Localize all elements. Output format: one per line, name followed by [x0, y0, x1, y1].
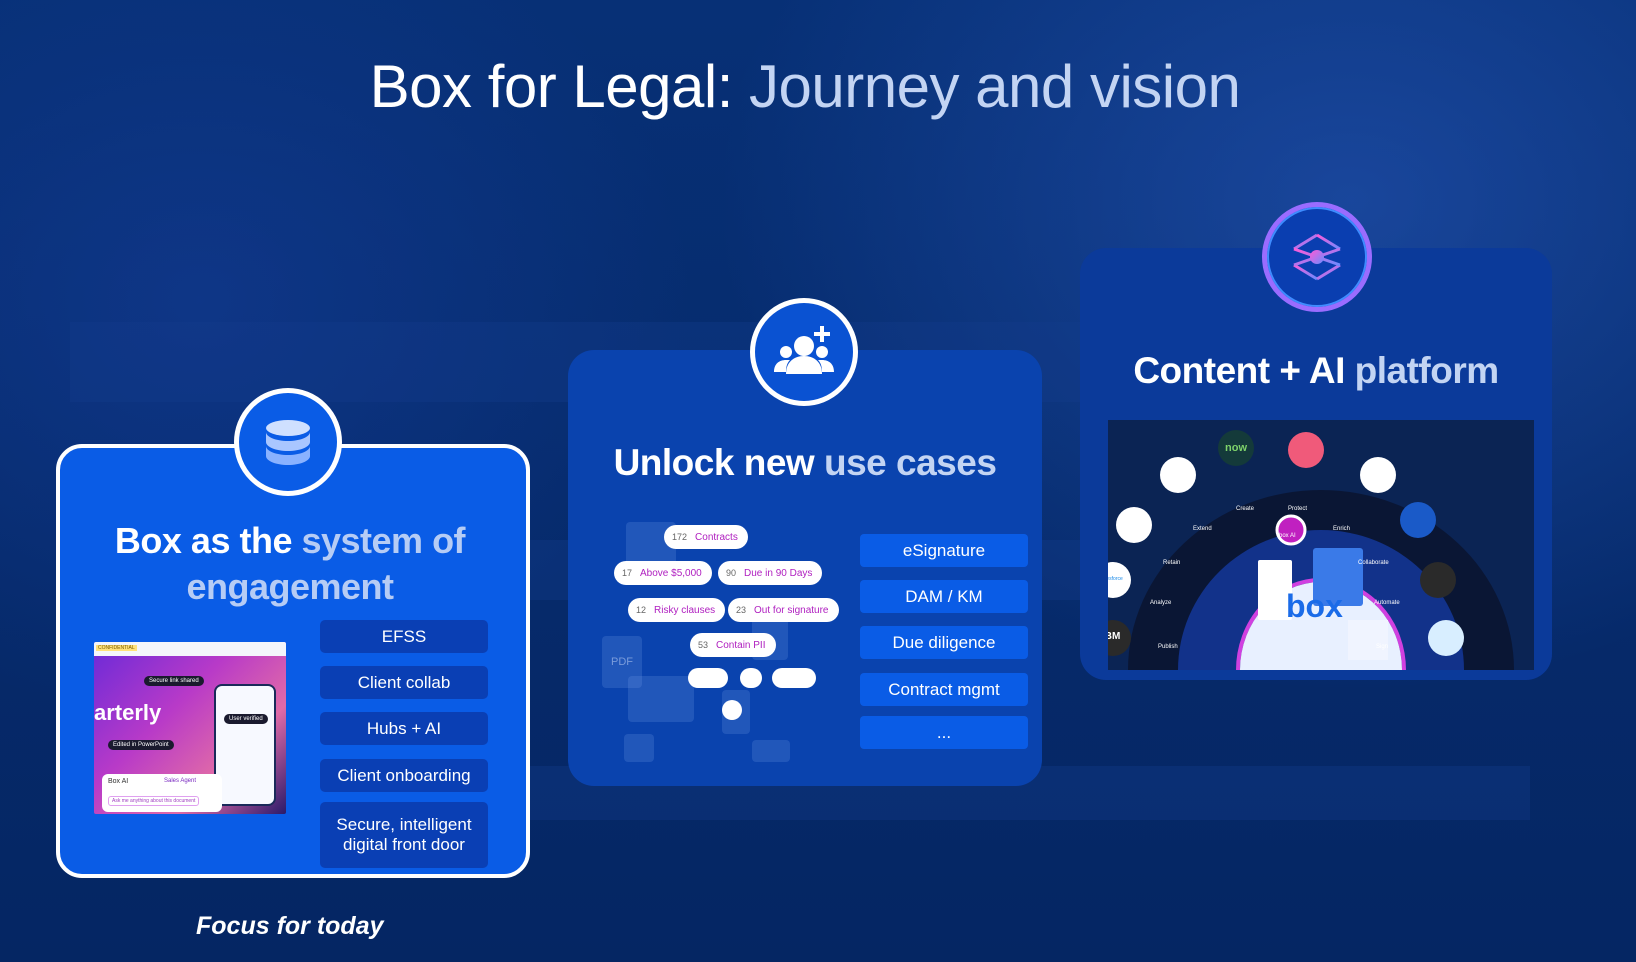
ring-sign: Sign — [1376, 644, 1389, 650]
ring-automate: Automate — [1374, 600, 1400, 606]
ring-create: Create — [1236, 506, 1255, 512]
partner-ibm: IBM — [1108, 631, 1121, 642]
ring-analyze: Analyze — [1150, 600, 1172, 606]
box-ai-label: Box AI — [108, 778, 129, 785]
item-dam-km: DAM / KM — [860, 580, 1028, 613]
user-verified-badge: User verified — [224, 714, 268, 724]
focus-caption: Focus for today — [196, 912, 384, 940]
placeholder-pill — [688, 668, 728, 688]
item-more: ... — [860, 716, 1028, 749]
sales-agent-label: Sales Agent — [164, 778, 197, 784]
box-logo-text: box — [1286, 588, 1343, 624]
ring-publish: Publish — [1158, 644, 1178, 650]
ring-enrich: Enrich — [1333, 526, 1351, 532]
document-ghost — [752, 740, 790, 762]
placeholder-pill — [740, 668, 762, 688]
secure-link-badge: Secure link shared — [144, 676, 204, 686]
slide-title: Box for Legal: Journey and vision — [369, 53, 1241, 120]
placeholder-dot — [722, 700, 742, 720]
item-contract-mgmt: Contract mgmt — [860, 673, 1028, 706]
ring-protect: Protect — [1288, 506, 1308, 512]
document-ghost: PDF — [602, 636, 642, 688]
ring-retain: Retain — [1163, 560, 1181, 566]
item-esignature: eSignature — [860, 534, 1028, 567]
box-ai-chat: Box AI Sales Agent Ask me anything about… — [102, 774, 222, 812]
slide-preview-text: arterly — [94, 700, 162, 725]
placeholder-pill — [772, 668, 816, 688]
ring-extend: Extend — [1193, 526, 1212, 532]
item-hubs-ai: Hubs + AI — [320, 712, 488, 745]
ring-collaborate: Collaborate — [1358, 560, 1389, 566]
product-screenshot: Secure link shared arterly Edited in Pow… — [94, 642, 286, 814]
add-user-icon — [750, 298, 858, 406]
document-ghost — [624, 734, 654, 762]
app-toolbar — [94, 642, 286, 656]
phone-mockup: User verified — [214, 684, 276, 806]
database-icon — [234, 388, 342, 496]
system-card-title: Box as the system of engagement — [114, 520, 466, 607]
platform-diagram: box box AI now IBM salesforce Create Pro… — [1108, 420, 1534, 670]
item-efss: EFSS — [320, 620, 488, 653]
ai-network-icon — [1262, 202, 1372, 312]
use-cases-title: Unlock new use cases — [613, 442, 997, 483]
item-client-onboarding: Client onboarding — [320, 759, 488, 792]
chart-ghost — [628, 676, 694, 722]
item-digital-front-door: Secure, intelligent digital front door — [320, 802, 488, 868]
box-ai-label: box AI — [1279, 533, 1296, 539]
item-due-diligence: Due diligence — [860, 626, 1028, 659]
partner-salesforce: salesforce — [1108, 576, 1123, 582]
platform-title: Content + AI platform — [1133, 350, 1499, 391]
item-client-collab: Client collab — [320, 666, 488, 699]
partner-now: now — [1225, 442, 1247, 454]
ask-input: Ask me anything about this document — [108, 796, 200, 806]
confidential-tag: CONFIDENTIAL — [96, 645, 137, 651]
edited-badge: Edited in PowerPoint — [108, 740, 174, 750]
